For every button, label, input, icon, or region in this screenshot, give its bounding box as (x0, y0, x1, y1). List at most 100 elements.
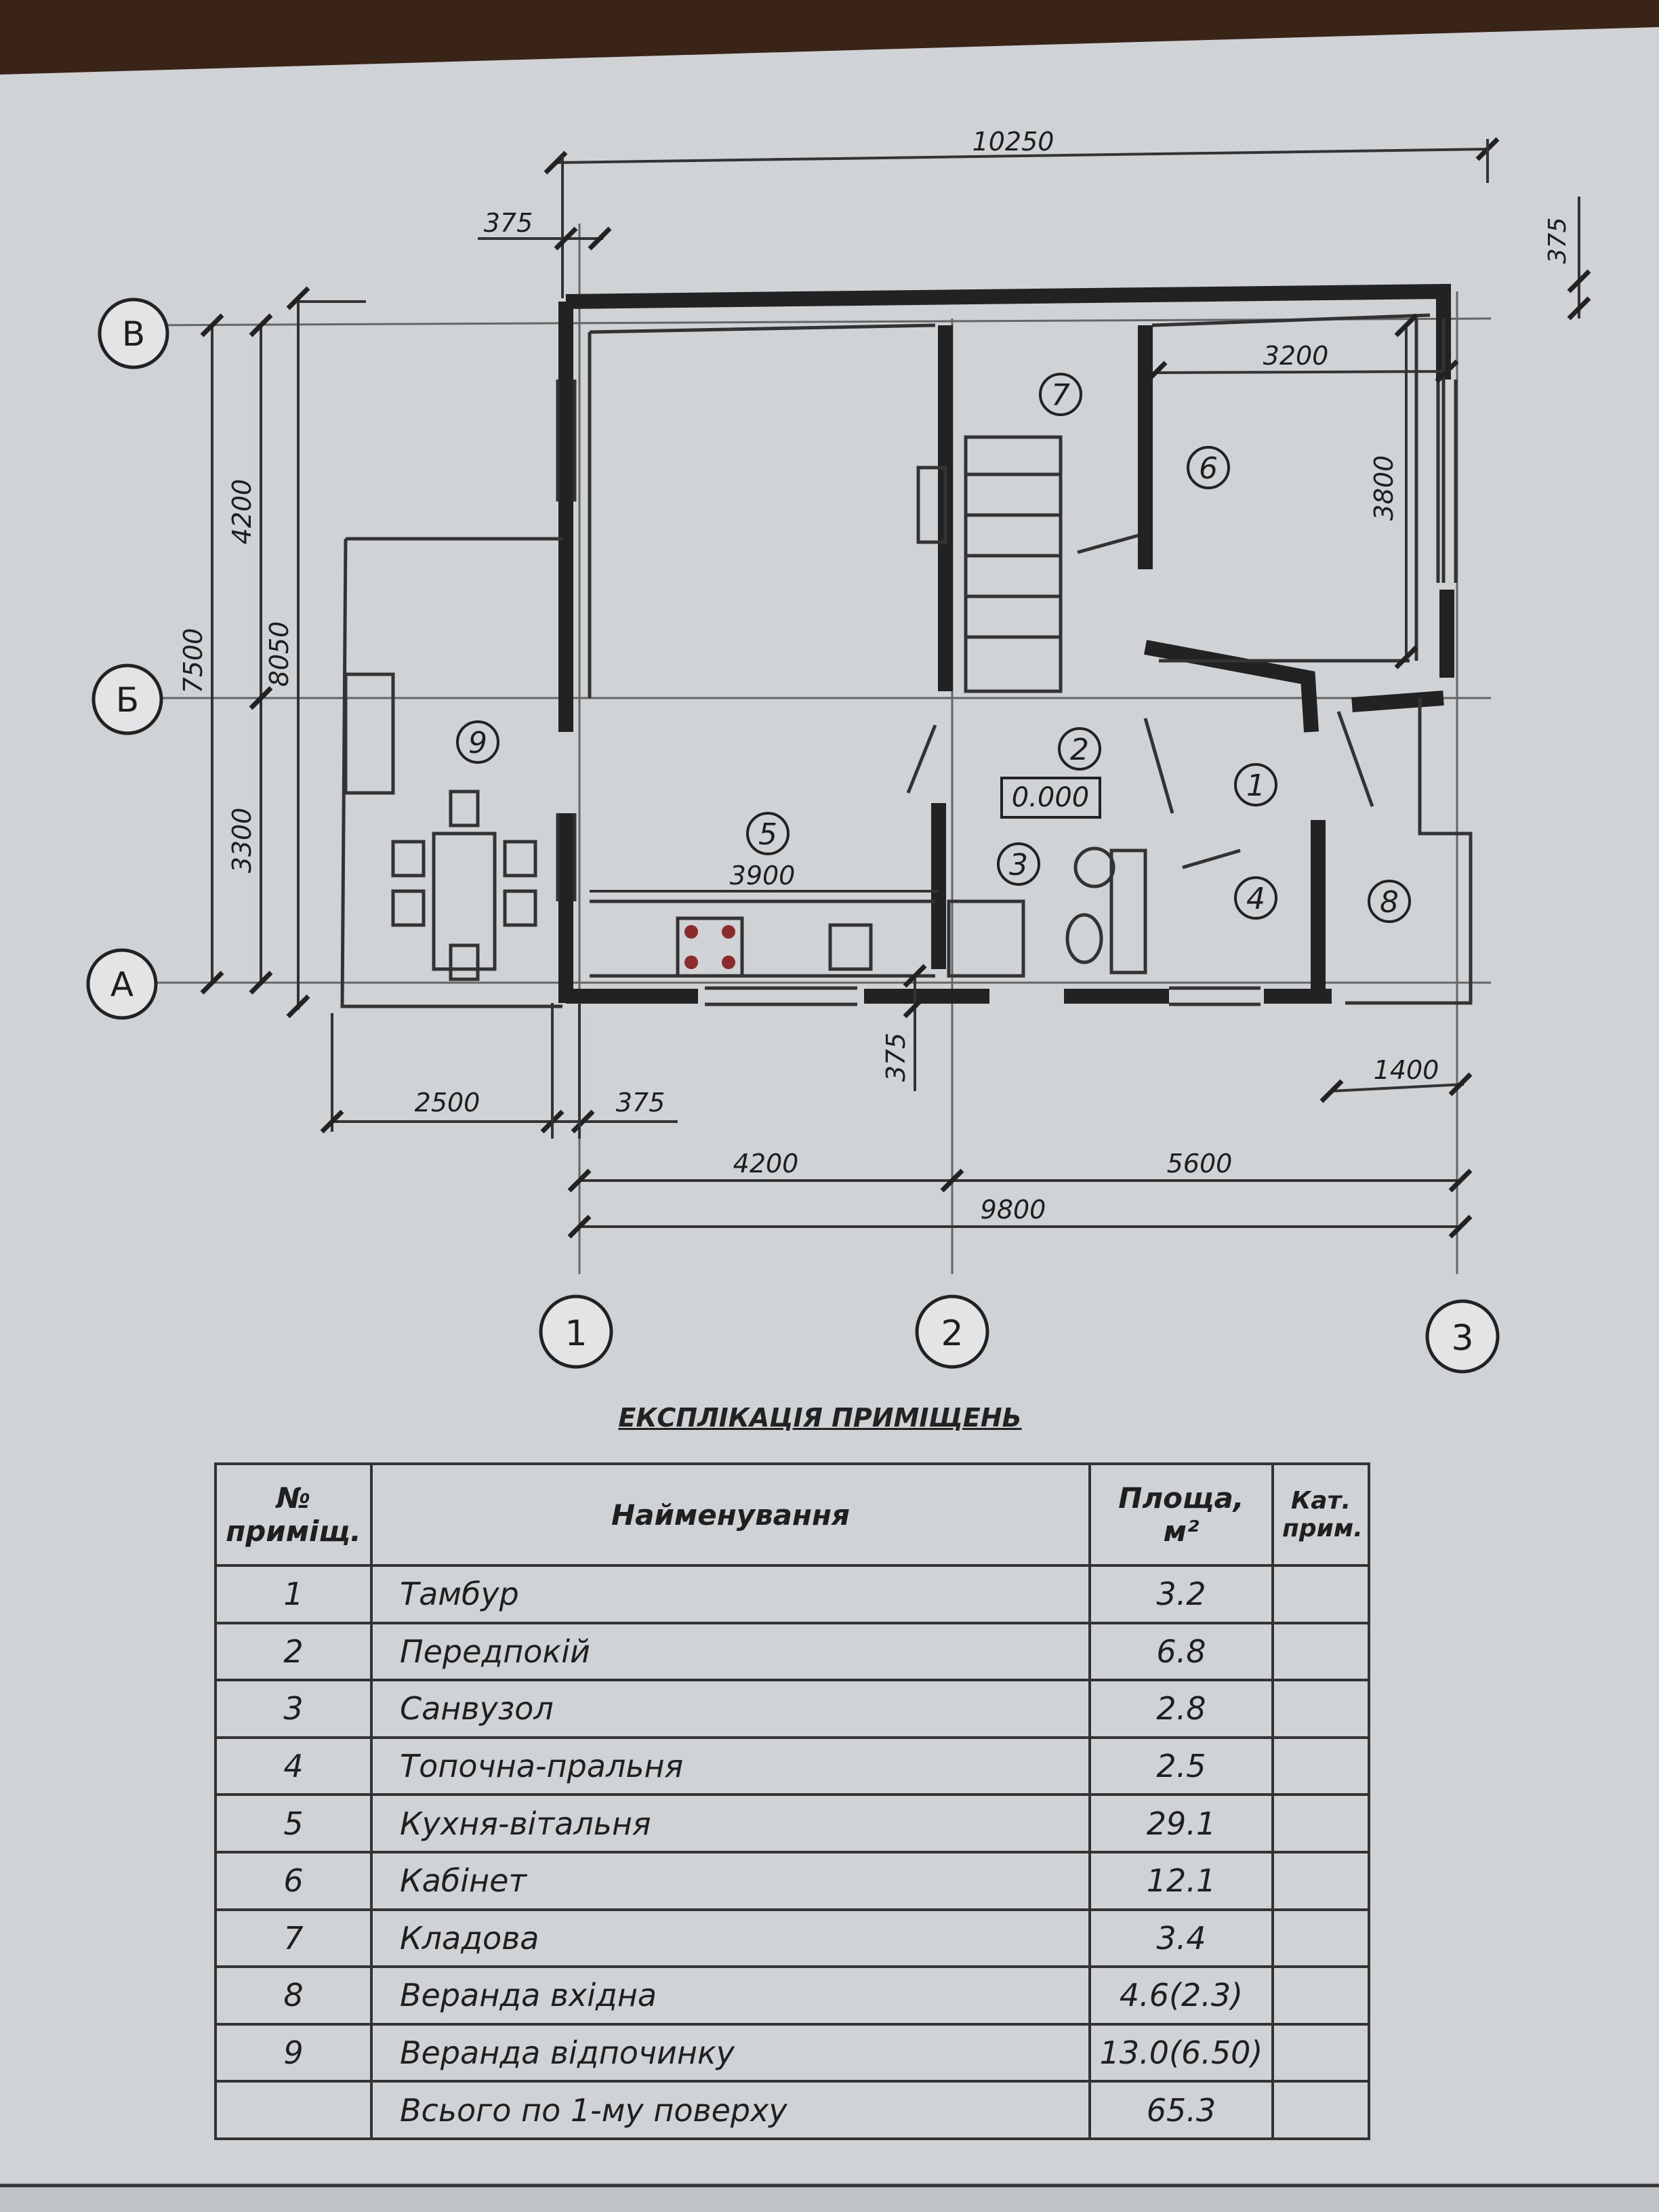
dim-375-top-right: 375 (1544, 218, 1572, 264)
table-row: 3 Санвузол 2.8 (214, 1679, 1370, 1739)
table-row: 9 Веранда відпочинку 13.0(6.50) (214, 2022, 1370, 2083)
table-header-row: № приміщ. Найменування Площа, м² Кат. пр… (214, 1462, 1370, 1567)
row-cat (1271, 1908, 1370, 1969)
row-name: Кладова (370, 1908, 1091, 1969)
axis-label-b2: Б (116, 680, 139, 720)
row-name: Всього по 1-му поверху (370, 2080, 1091, 2140)
level-box (1000, 777, 1101, 819)
dim-4200-bottom: 4200 (733, 1149, 799, 1179)
header-name: Найменування (370, 1462, 1091, 1567)
kitchen-fixtures (676, 916, 873, 978)
row-num: 8 (214, 1965, 373, 2026)
sink (828, 923, 873, 971)
table-row: 7 Кладова 3.4 (214, 1908, 1370, 1969)
windows (556, 380, 1458, 1006)
table-row-total: Всього по 1-му поверху 65.3 (214, 2080, 1370, 2140)
header-num: № приміщ. (214, 1462, 373, 1567)
dim-375-bottom-left: 375 (616, 1088, 665, 1118)
room-1: 1 (1246, 769, 1265, 803)
row-cat (1271, 2022, 1370, 2083)
dim-10250: 10250 (972, 127, 1054, 157)
row-cat (1271, 1736, 1370, 1797)
row-area: 2.5 (1088, 1736, 1274, 1797)
row-name: Санвузол (370, 1679, 1091, 1739)
row-num (214, 2080, 373, 2140)
dim-7500: 7500 (178, 628, 208, 694)
table-row: 5 Кухня-вітальня 29.1 (214, 1793, 1370, 1853)
table-row: 2 Передпокій 6.8 (214, 1621, 1370, 1682)
room-markers: 7 6 9 2 1 5 3 4 8 (456, 373, 1411, 923)
table-row: 8 Веранда вхідна 4.6(2.3) (214, 1965, 1370, 2026)
row-num: 3 (214, 1679, 373, 1739)
bathroom-fixtures (947, 846, 1147, 978)
row-area: 6.8 (1088, 1621, 1274, 1682)
room-9: 9 (468, 726, 487, 760)
room-6: 6 (1199, 451, 1218, 486)
table-row: 1 Тамбур 3.2 (214, 1564, 1370, 1624)
row-area: 4.6(2.3) (1088, 1965, 1274, 2026)
dim-375-bottom: 375 (881, 1033, 911, 1082)
room-3: 3 (1009, 848, 1028, 882)
row-num: 2 (214, 1621, 373, 1682)
doors (906, 533, 1374, 869)
room-4: 4 (1246, 882, 1265, 916)
stove (676, 916, 744, 978)
row-num: 1 (214, 1564, 373, 1624)
row-cat (1271, 2080, 1370, 2140)
veranda-rest (340, 537, 562, 1008)
room-2: 2 (1070, 733, 1089, 767)
table-row: 6 Кабінет 12.1 (214, 1850, 1370, 1911)
dim-8050: 8050 (264, 621, 294, 687)
dim-2500: 2500 (415, 1088, 480, 1118)
row-cat (1271, 1850, 1370, 1911)
header-cat: Кат. прим. (1271, 1462, 1370, 1567)
row-cat (1271, 1679, 1370, 1739)
room-7: 7 (1051, 378, 1070, 413)
level-mark: 0.000 (1012, 782, 1090, 813)
row-name: Веранда вхідна (370, 1965, 1091, 2026)
dim-9800: 9800 (981, 1195, 1046, 1225)
wall-inner-lines (588, 313, 1431, 978)
dim-3300: 3300 (227, 808, 257, 874)
room-8: 8 (1380, 885, 1399, 920)
dim-3200: 3200 (1263, 341, 1329, 371)
row-num: 7 (214, 1908, 373, 1969)
row-num: 4 (214, 1736, 373, 1797)
row-name: Веранда відпочинку (370, 2022, 1091, 2083)
dining-table (432, 832, 497, 971)
row-area: 3.2 (1088, 1564, 1274, 1624)
axis-label-b: В (122, 314, 145, 354)
dimension-lines (200, 137, 1591, 1239)
row-cat (1271, 1621, 1370, 1682)
row-name: Кухня-вітальня (370, 1793, 1091, 1853)
row-num: 6 (214, 1850, 373, 1911)
room-5: 5 (758, 817, 777, 852)
row-area: 2.8 (1088, 1679, 1274, 1739)
dim-4200-left: 4200 (227, 479, 257, 545)
shower (947, 899, 1025, 978)
explication-table: № приміщ. Найменування Площа, м² Кат. пр… (214, 1462, 1370, 2140)
dim-5600: 5600 (1167, 1149, 1233, 1179)
axis-label-3: 3 (1451, 1318, 1473, 1359)
dimension-texts: 10250 375 375 3200 3800 4200 7500 8050 3… (178, 127, 1572, 1225)
axis-label-1: 1 (565, 1313, 587, 1354)
header-area: Площа, м² (1088, 1462, 1274, 1567)
row-area: 3.4 (1088, 1908, 1274, 1969)
dim-3800: 3800 (1369, 455, 1399, 521)
explication-title: ЕКСПЛІКАЦІЯ ПРИМІЩЕНЬ (618, 1403, 1022, 1433)
dim-375-top-left: 375 (484, 208, 533, 238)
row-area: 13.0(6.50) (1088, 2022, 1274, 2083)
staircase (916, 435, 1063, 693)
row-name: Кабінет (370, 1850, 1091, 1911)
veranda-entry (1345, 698, 1473, 1005)
row-area: 65.3 (1088, 2080, 1274, 2140)
table-row: 4 Топочна-пральня 2.5 (214, 1736, 1370, 1797)
row-name: Топочна-пральня (370, 1736, 1091, 1797)
row-num: 5 (214, 1793, 373, 1853)
dim-3900: 3900 (730, 861, 796, 890)
row-cat (1271, 1793, 1370, 1853)
axis-bubbles: В Б А 1 2 3 (86, 298, 1500, 1374)
row-name: Передпокій (370, 1621, 1091, 1682)
row-name: Тамбур (370, 1564, 1091, 1624)
row-cat (1271, 1564, 1370, 1624)
